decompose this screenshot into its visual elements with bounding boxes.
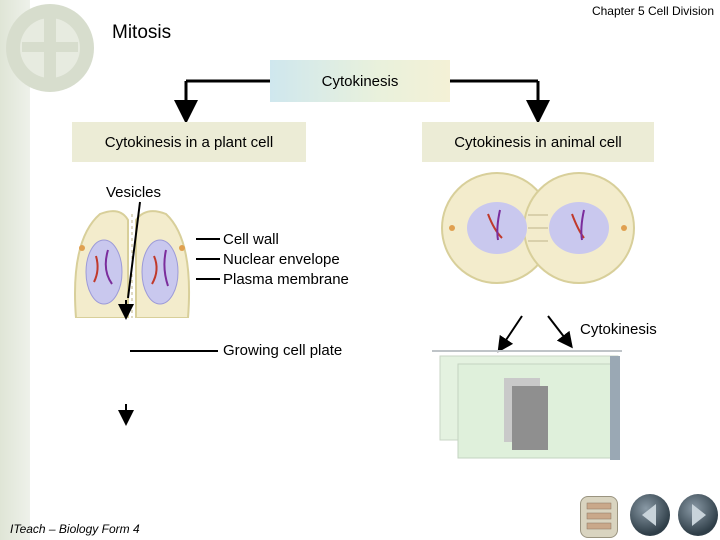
label-growing-cell-plate: Growing cell plate <box>223 342 343 359</box>
label-cell-wall: Cell wall <box>223 231 279 248</box>
label-vesicles: Vesicles <box>106 184 162 201</box>
logo-watermark-icon <box>6 4 94 92</box>
animal-result-panel <box>432 350 622 460</box>
back-arrow-icon[interactable] <box>630 494 670 536</box>
tree-connectors <box>174 79 550 124</box>
label-animal-cytokinesis: Cytokinesis <box>580 321 657 338</box>
plant-cell-illustration <box>72 210 192 334</box>
node-animal-cytokinesis: Cytokinesis in animal cell <box>422 122 654 162</box>
slide-title: Mitosis <box>112 22 172 43</box>
animal-cytokinesis-arrows <box>497 315 573 353</box>
node-cytokinesis: Cytokinesis <box>270 60 450 102</box>
footer-credit: ITeach – Biology Form 4 <box>10 522 140 536</box>
label-plasma-membrane: Plasma membrane <box>223 271 349 288</box>
plant-callout-lines <box>118 201 220 426</box>
animal-cell-illustration <box>441 172 635 284</box>
label-nuclear-envelope: Nuclear envelope <box>223 251 340 268</box>
menu-icon[interactable] <box>580 496 618 538</box>
chapter-label: Chapter 5 Cell Division <box>591 4 714 18</box>
forward-arrow-icon[interactable] <box>678 494 718 536</box>
node-plant-cytokinesis: Cytokinesis in a plant cell <box>72 122 306 162</box>
